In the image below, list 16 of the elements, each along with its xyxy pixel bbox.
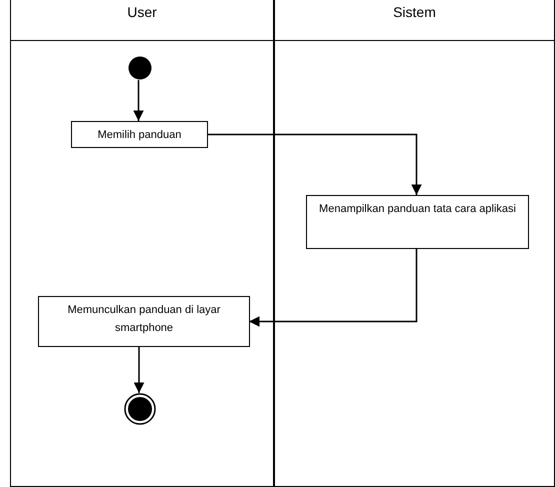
action-text: Memilih panduan bbox=[98, 128, 182, 143]
lane-header: User bbox=[11, 0, 273, 41]
arrow bbox=[133, 80, 144, 121]
arrow bbox=[249, 249, 418, 327]
swimlane bbox=[10, 0, 274, 487]
arrow bbox=[134, 347, 144, 393]
action-box bbox=[306, 195, 529, 249]
start-node bbox=[128, 56, 152, 80]
action-text: Menampilkan panduan tata cara aplikasi bbox=[319, 202, 516, 217]
action-box bbox=[38, 296, 250, 347]
swimlane bbox=[274, 0, 555, 487]
arrow bbox=[207, 134, 422, 195]
end-node bbox=[124, 393, 156, 425]
lane-header: Sistem bbox=[275, 0, 554, 41]
action-box bbox=[71, 121, 208, 148]
action-text: Memunculkan panduan di layar smartphone bbox=[66, 303, 222, 336]
